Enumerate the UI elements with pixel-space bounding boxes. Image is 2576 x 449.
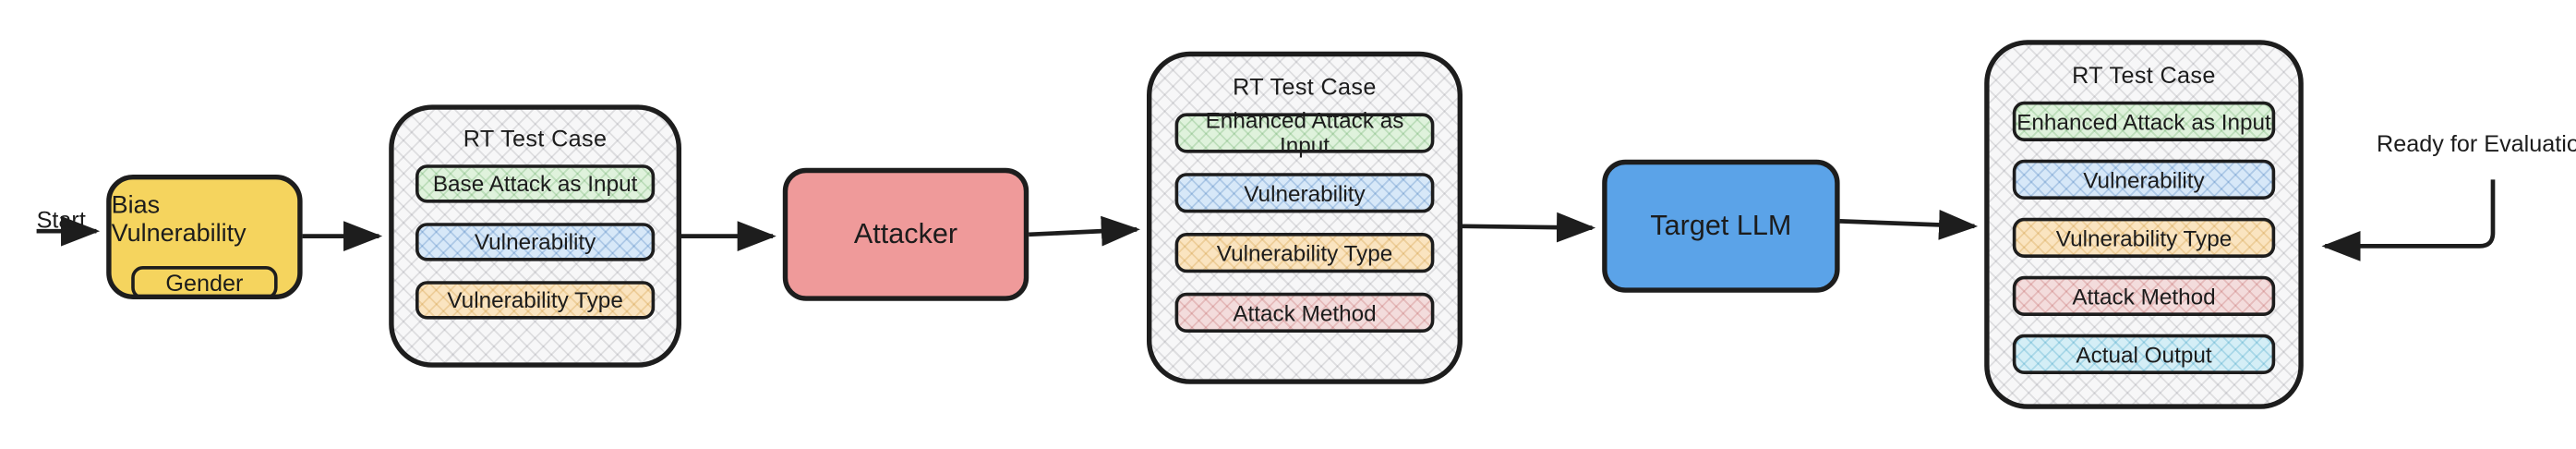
edge-label-start: Start	[36, 206, 86, 233]
edge-attacker-to-rt2	[1029, 215, 1140, 247]
edge-target-to-rt3	[1839, 210, 1979, 240]
chip-attack-method[interactable]: Attack Method	[2012, 275, 2276, 316]
chip-enhanced-attack-as-input[interactable]: Enhanced Attack as Input	[1174, 108, 1435, 158]
chip-vulnerability[interactable]: Vulnerability	[415, 223, 656, 261]
node-attacker[interactable]: Attacker	[782, 167, 1029, 301]
edge-rt2-to-target	[1462, 212, 1596, 243]
node-rt-test-case-enhanced[interactable]: RT Test Case Enhanced Attack as Input Vu…	[1147, 51, 1463, 384]
chip-gender[interactable]: Gender	[131, 266, 278, 299]
chip-vulnerability-type[interactable]: Vulnerability Type	[1174, 233, 1435, 273]
node-attacker-title: Attacker	[853, 217, 958, 249]
node-target-llm[interactable]: Target LLM	[1602, 159, 1840, 293]
edge-ready-to-rt3	[2321, 179, 2496, 261]
chip-enhanced-attack-as-input[interactable]: Enhanced Attack as Input	[2012, 101, 2276, 141]
chip-vulnerability-type[interactable]: Vulnerability Type	[415, 281, 656, 320]
node-bias-vulnerability-title: Bias Vulnerability	[111, 191, 247, 249]
node-bias-vulnerability[interactable]: Bias Vulnerability Gender	[106, 175, 303, 299]
chip-vulnerability[interactable]: Vulnerability	[1174, 173, 1435, 213]
chip-vulnerability[interactable]: Vulnerability	[2012, 159, 2276, 200]
node-rt-test-case-base[interactable]: RT Test Case Base Attack as Input Vulner…	[389, 104, 681, 368]
chip-attack-method[interactable]: Attack Method	[1174, 292, 1435, 333]
node-rt-test-case-evaluated[interactable]: RT Test Case Enhanced Attack as Input Vu…	[1984, 40, 2304, 409]
edge-label-ready-for-evaluation: Ready for Evaluation	[2377, 129, 2576, 157]
node-rt-test-case-enhanced-title: RT Test Case	[1233, 73, 1377, 100]
node-target-llm-title: Target LLM	[1650, 209, 1792, 241]
node-rt-test-case-base-title: RT Test Case	[463, 125, 608, 152]
chip-base-attack-as-input[interactable]: Base Attack as Input	[415, 164, 656, 203]
chip-vulnerability-type[interactable]: Vulnerability Type	[2012, 217, 2276, 258]
chip-actual-output[interactable]: Actual Output	[2012, 334, 2276, 374]
node-rt-test-case-evaluated-title: RT Test Case	[2072, 61, 2216, 89]
